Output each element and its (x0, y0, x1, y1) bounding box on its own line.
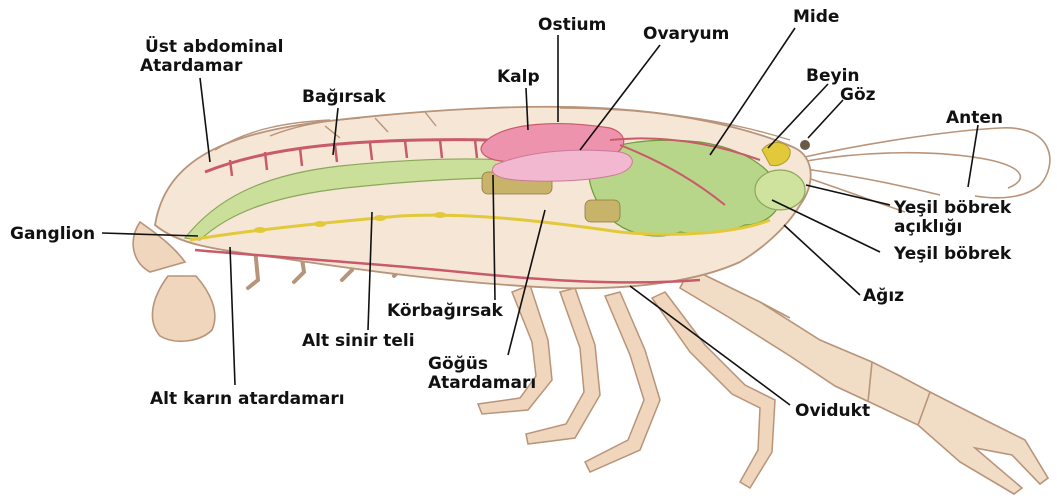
crayfish-illustration (133, 107, 1050, 494)
label-alt-sinir-teli: Alt sinir teli (302, 331, 415, 351)
label-beyin: Beyin (806, 66, 860, 86)
label-goz: Göz (840, 85, 876, 105)
label-mide: Mide (793, 7, 839, 27)
label-yesil-bobrek-acikligi-2: açıklığı (894, 217, 962, 237)
label-yesil-bobrek: Yeşil böbrek (893, 244, 1012, 264)
label-agiz: Ağız (863, 286, 904, 306)
label-anten: Anten (946, 108, 1003, 128)
label-yesil-bobrek-acikligi-1: Yeşil böbrek (893, 198, 1012, 218)
label-ovidukt: Ovidukt (795, 401, 870, 421)
label-kalp: Kalp (497, 67, 540, 87)
label-gogus-2: Atardamarı (428, 373, 536, 393)
label-korbagirsak: Körbağırsak (387, 301, 504, 321)
label-ganglion: Ganglion (10, 224, 95, 244)
label-alt-karin-atardamari: Alt karın atardamarı (150, 389, 345, 409)
label-ovaryum: Ovaryum (643, 24, 729, 44)
eye (800, 140, 810, 150)
label-ostium: Ostium (538, 15, 606, 35)
label-bagirsak: Bağırsak (302, 87, 386, 107)
label-gogus-1: Göğüs (428, 354, 488, 374)
label-ust-abdominal-1: Üst abdominal (145, 35, 283, 57)
label-ust-abdominal-2: Atardamar (140, 56, 243, 76)
